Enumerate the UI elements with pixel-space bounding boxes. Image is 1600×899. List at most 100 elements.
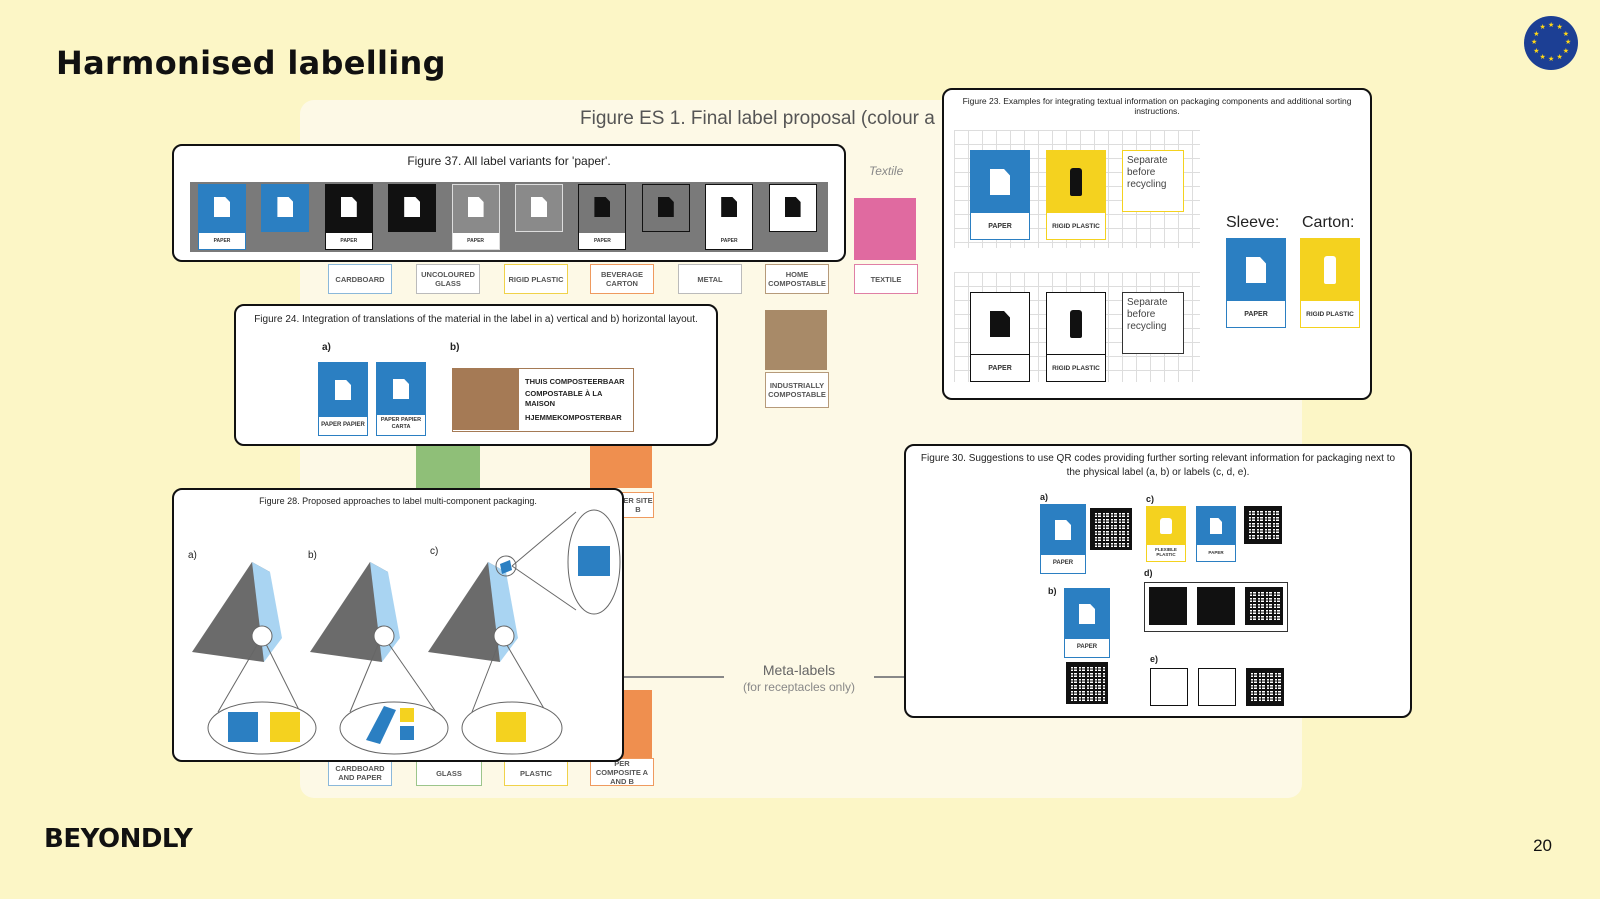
bottle-icon	[1070, 168, 1082, 196]
fig30-a-paper-text: PAPER	[1052, 559, 1074, 566]
label-metal: METAL	[678, 264, 742, 294]
meta-labels-title: Meta-labels	[762, 662, 836, 678]
fig30-c-paper-text: PAPER	[1208, 549, 1224, 555]
slide-title: Harmonised labelling	[56, 44, 446, 82]
figure28-illustration	[192, 509, 621, 755]
textile-heading: Textile	[869, 164, 904, 178]
fig30-e-qr-code	[1246, 668, 1284, 706]
eu-star-icon: ★	[1556, 24, 1563, 32]
label-cardboard: CARDBOARD	[328, 264, 392, 294]
paper-variant-text: PAPER	[199, 233, 245, 249]
paper-variant-text: PAPER	[452, 233, 499, 249]
fig23-separate-box-bw: Separate before recycling	[1122, 292, 1184, 354]
fig30-a-qr-code	[1090, 508, 1132, 550]
figure24-part-a: a)	[322, 342, 331, 353]
fig23-separate-box-color: Separate before recycling	[1122, 150, 1184, 212]
paper-label-variant	[515, 184, 563, 232]
fig23-paper-label-bw: PAPER	[970, 292, 1030, 382]
home-compost-icon	[453, 369, 519, 430]
figure37-caption: Figure 37. All label variants for 'paper…	[407, 154, 611, 168]
label-cardboard-and-paper: CARDBOARD AND PAPER	[328, 760, 392, 786]
figure23-caption: Figure 23. Examples for integrating text…	[962, 96, 1352, 116]
eu-star-icon: ★	[1562, 47, 1569, 55]
fig30-e-bag-icon	[1198, 668, 1236, 706]
fig23-sleeve-heading: Sleeve:	[1226, 214, 1280, 231]
compost-line-1: THUIS COMPOSTEERBAAR	[525, 377, 625, 386]
fig23-paper-bw-text: PAPER	[971, 354, 1029, 381]
glass-icon-tile	[416, 446, 480, 488]
label-rigid-plastic: RIGID PLASTIC	[504, 264, 568, 294]
figure30-card: Figure 30. Suggestions to use QR codes p…	[904, 444, 1412, 718]
eu-star-icon: ★	[1548, 56, 1555, 63]
paper-icon	[277, 197, 294, 217]
fig30-part-e: e)	[1150, 654, 1159, 664]
textile-icon-tile	[854, 198, 916, 260]
paper-icon	[657, 197, 674, 217]
fig30-c-qr-code	[1244, 506, 1282, 544]
paper-icon	[990, 169, 1010, 195]
paper-variant-text: PAPER	[706, 233, 753, 249]
eu-star-icon: ★	[1533, 30, 1540, 38]
fig30-d-box-icon	[1149, 587, 1187, 625]
paper-label-variant: PAPER	[324, 184, 373, 250]
fig30-d-qr-code	[1245, 587, 1283, 625]
figure-es1-title: Figure ES 1. Final label proposal (colou…	[580, 108, 935, 129]
eu-flag-icon: ★★★★★★★★★★★★	[1524, 16, 1578, 70]
package-b	[310, 562, 449, 755]
fig23-carton-heading: Carton:	[1302, 214, 1355, 231]
figure28-caption: Figure 28. Proposed approaches to label …	[259, 496, 537, 506]
fig30-d-group	[1144, 582, 1288, 632]
figure37-card: Figure 37. All label variants for 'paper…	[172, 144, 846, 262]
fig30-part-b: b)	[1048, 586, 1057, 596]
label-beverage-carton: BEVERAGE CARTON	[590, 264, 654, 294]
paper-label-variant: PAPER	[198, 184, 246, 250]
fig30-c-paper-label: PAPER	[1196, 506, 1236, 562]
paper-icon	[404, 197, 421, 217]
label-uncoloured-glass: UNCOLOURED GLASS	[416, 264, 480, 294]
figure28-part-c: c)	[430, 546, 439, 557]
fig30-b-paper-text: PAPER	[1076, 643, 1098, 650]
fig30-d-bag-icon	[1197, 587, 1235, 625]
paper-icon	[335, 380, 351, 400]
composite-icon-tile	[590, 446, 652, 488]
fig23-plastic-label-bw: RIGID PLASTIC	[1046, 292, 1106, 382]
paper-icon	[393, 379, 409, 399]
paper-label-variant: PAPER	[705, 184, 754, 250]
label-textile: TEXTILE	[854, 264, 918, 294]
eu-star-icon: ★	[1562, 30, 1569, 38]
eu-star-icon: ★	[1533, 47, 1540, 55]
flexible-plastic-icon	[1160, 518, 1172, 534]
fig30-part-a: a)	[1040, 492, 1049, 502]
figure24-card: Figure 24. Integration of translations o…	[234, 304, 718, 446]
fig30-c-plastic-label: FLEXIBLE PLASTIC	[1146, 506, 1186, 562]
fig30-b-qr-code	[1066, 662, 1108, 704]
bottle-icon	[1324, 256, 1336, 284]
label-home-compostable: HOME COMPOSTABLE	[765, 264, 829, 294]
eu-star-icon: ★	[1556, 53, 1563, 61]
figure24-caption: Figure 24. Integration of translations o…	[254, 314, 698, 325]
figure28-card: Figure 28. Proposed approaches to label …	[172, 488, 624, 762]
label-composite-ab: PER COMPOSITE A AND B	[590, 758, 654, 786]
paper-label-variant	[768, 184, 817, 232]
label-industrially-compostable: INDUSTRIALLY COMPOSTABLE	[765, 372, 829, 408]
paper-icon	[1210, 518, 1222, 534]
paper-label-variant: PAPER	[451, 184, 500, 250]
label-glass: GLASS	[416, 760, 482, 786]
figure24-label-vertical-1: PAPER PAPIER	[318, 362, 368, 436]
paper-icon	[594, 197, 611, 217]
paper-icon	[340, 197, 357, 217]
page-number: 20	[1533, 836, 1552, 855]
eu-star-icon: ★	[1539, 24, 1546, 32]
paper-icon	[990, 311, 1010, 337]
paper-icon	[721, 197, 738, 217]
meta-labels-subtitle: (for receptacles only)	[742, 680, 856, 694]
paper-icon	[1246, 257, 1266, 283]
fig23-sleeve-label: PAPER	[1226, 238, 1286, 328]
paper-icon	[531, 197, 547, 217]
fig30-c-plastic-text: FLEXIBLE PLASTIC	[1155, 547, 1177, 557]
fig30-b-paper-label: PAPER	[1064, 588, 1110, 658]
paper-label-variant	[388, 184, 437, 232]
figure28-part-b: b)	[308, 550, 317, 561]
figure30-caption: Figure 30. Suggestions to use QR codes p…	[920, 453, 1396, 478]
eu-star-icon: ★	[1539, 53, 1546, 61]
